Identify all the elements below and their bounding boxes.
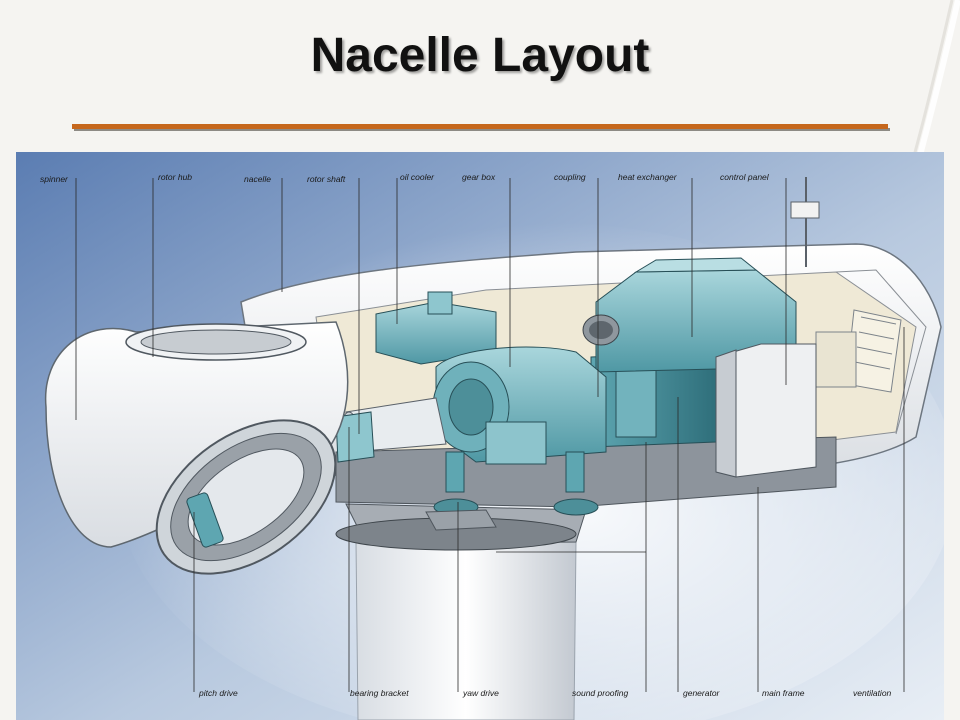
anemometer-mast — [790, 177, 820, 267]
label-ventilation: ventilation — [853, 688, 892, 698]
gearbox — [432, 346, 607, 465]
generator — [590, 351, 717, 448]
ventilation-grille — [815, 309, 902, 393]
rotor-hub-ring — [125, 323, 307, 361]
label-main-frame: main frame — [762, 688, 805, 698]
nacelle-diagram: spinner rotor hub nacelle rotor shaft oi… — [16, 152, 944, 720]
label-pitch-drive: pitch drive — [198, 688, 238, 698]
yaw-drives — [425, 451, 599, 531]
label-yaw-drive: yaw drive — [462, 688, 499, 698]
leader-lines — [75, 178, 905, 692]
pitch-drive — [186, 492, 224, 548]
label-gear-box: gear box — [462, 172, 496, 182]
label-bearing-bracket: bearing bracket — [350, 688, 409, 698]
label-oil-cooler: oil cooler — [400, 172, 435, 182]
title-underline — [72, 124, 890, 132]
label-coupling: coupling — [554, 172, 586, 182]
label-rotor-shaft: rotor shaft — [307, 174, 346, 184]
label-nacelle: nacelle — [244, 174, 271, 184]
slide-title: Nacelle Layout — [310, 29, 650, 82]
label-rotor-hub: rotor hub — [158, 172, 192, 182]
label-control-panel: control panel — [720, 172, 770, 182]
heat-exchanger — [582, 257, 797, 373]
oil-cooler — [375, 291, 497, 365]
label-generator: generator — [683, 688, 721, 698]
label-spinner: spinner — [40, 174, 69, 184]
label-heat-exchanger: heat exchanger — [618, 172, 678, 182]
control-panel — [715, 343, 817, 478]
label-sound-proofing: sound proofing — [572, 688, 629, 698]
